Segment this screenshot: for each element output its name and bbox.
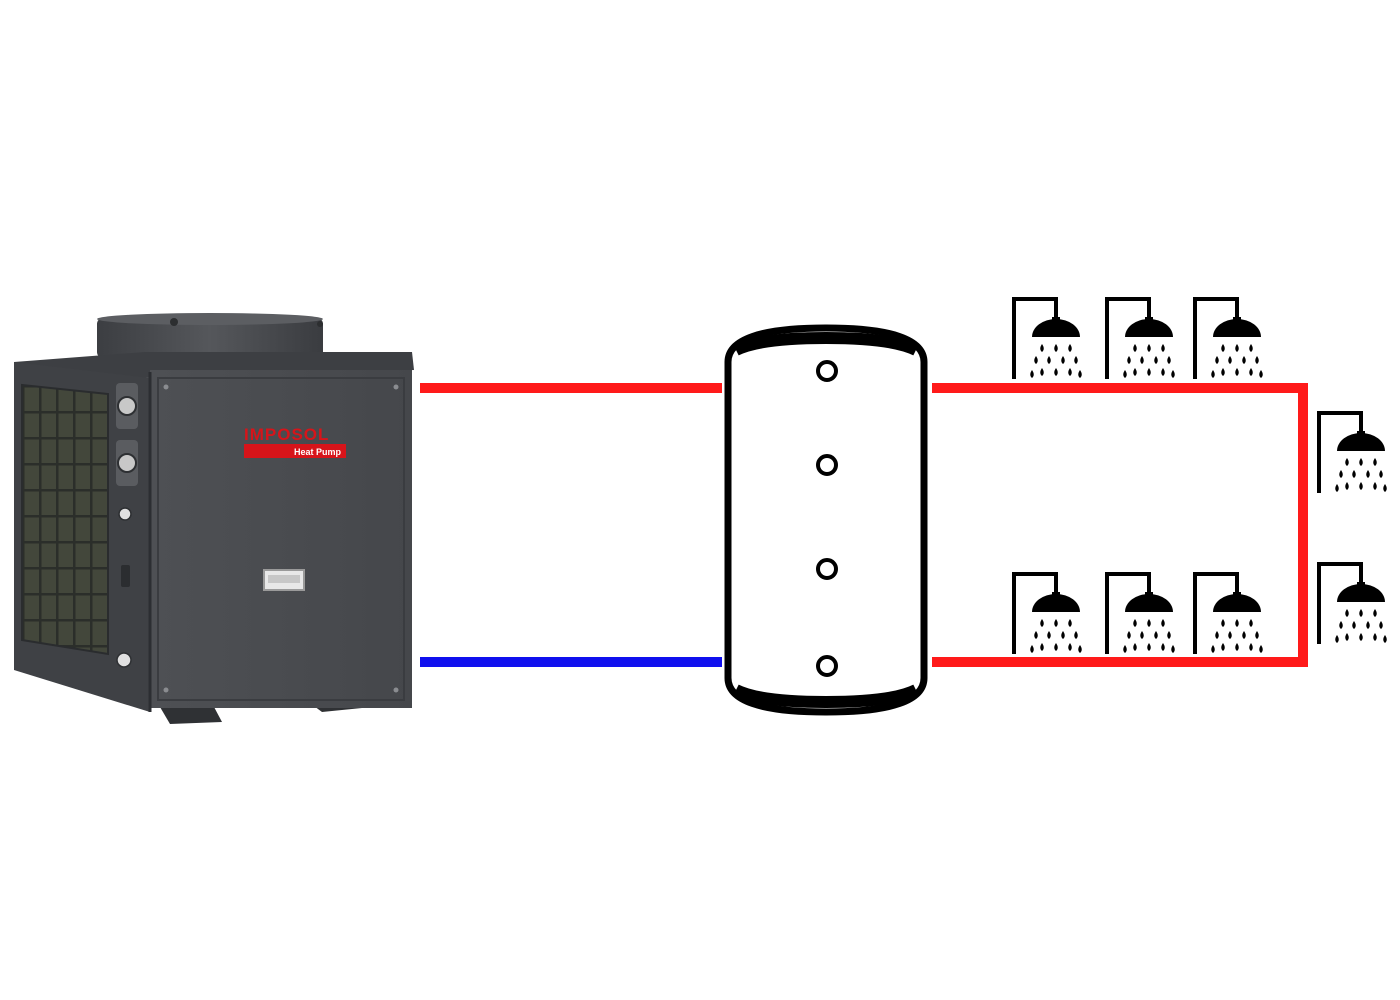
tank-port — [816, 360, 838, 382]
tank-port — [816, 655, 838, 677]
shower-icon — [1193, 572, 1263, 654]
brand-name: IMPOSOL — [244, 425, 329, 444]
shower-icon — [1317, 411, 1387, 493]
brand-subtitle: Heat Pump — [294, 447, 342, 457]
piping — [420, 383, 1308, 667]
shower-icon — [1012, 297, 1082, 379]
shower-icon — [1105, 572, 1175, 654]
shower-icon — [1317, 562, 1387, 644]
front-panel — [150, 370, 412, 708]
tank-port — [816, 558, 838, 580]
gauges — [116, 383, 138, 668]
tank-port — [816, 454, 838, 476]
hot-distribution-loop — [932, 383, 1308, 667]
shower-fixtures — [1012, 297, 1387, 654]
heat-pump-unit: IMPOSOL Heat Pump — [14, 313, 414, 724]
shower-icon — [1012, 572, 1082, 654]
shower-icon — [1105, 297, 1175, 379]
brand-label: IMPOSOL Heat Pump — [244, 425, 346, 458]
condenser-grille — [21, 383, 109, 656]
shower-icon — [1193, 297, 1263, 379]
storage-tank — [724, 324, 928, 716]
